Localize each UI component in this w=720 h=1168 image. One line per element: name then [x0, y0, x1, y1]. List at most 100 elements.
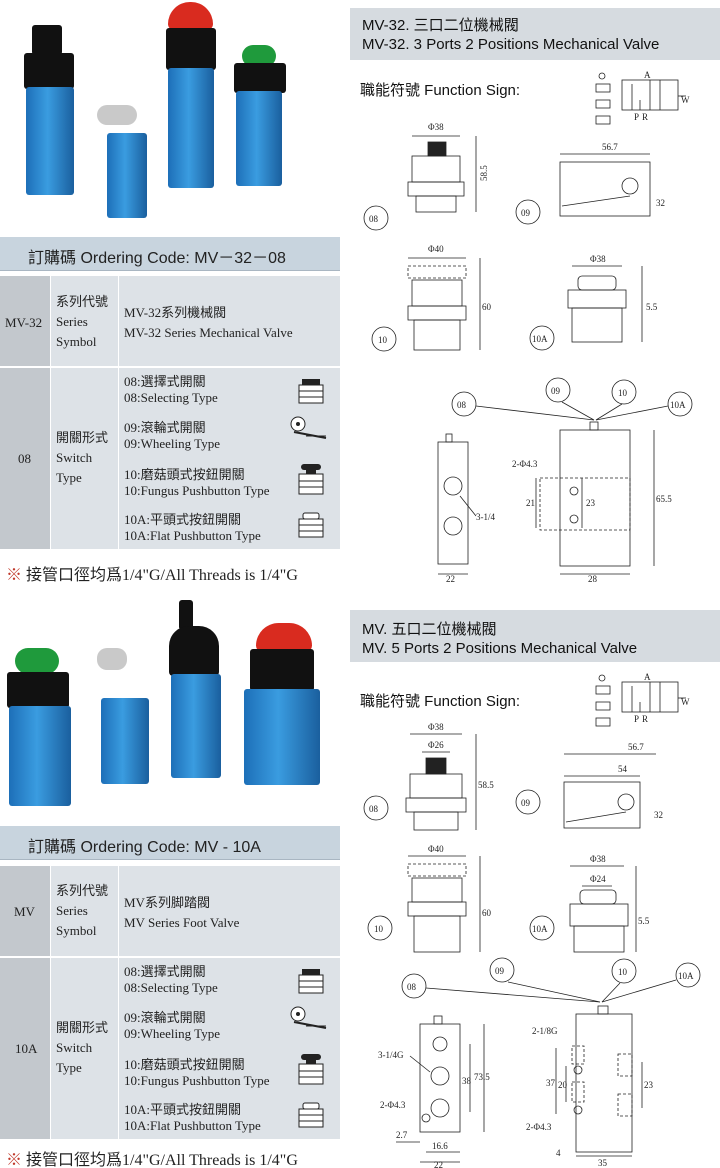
title-zh-mv32: MV-32. 三口二位機械閥 [362, 17, 519, 34]
title-zh-mv: MV. 五口二位機械閥 [362, 621, 497, 638]
function-sign-label-top: 職能符號 Function Sign: [360, 82, 521, 99]
drawing-09-top: 56.7 32 09 [515, 142, 665, 225]
dim-22-top: 22 [446, 574, 455, 584]
series-label-bottom-1: 系列代號 [56, 883, 109, 898]
technical-drawing-mv: A P R W Φ38 Φ26 58.5 08 56.7 54 32 09 Φ4… [363, 672, 701, 1168]
dim-38-bottom: 38 [462, 1076, 472, 1086]
port-label-bottom: 3-1/4G [378, 1050, 404, 1060]
valve-selector-2 [165, 600, 235, 780]
dim-d38-08: Φ38 [428, 122, 444, 132]
sym-p-top: P [634, 112, 639, 122]
valve-roller [95, 105, 165, 220]
callout-10-d: 10 [618, 967, 628, 977]
series-label-top-2: Series [56, 314, 88, 329]
callout-09-a: 09 [521, 208, 531, 218]
dim-h58-5-b: 58.5 [478, 780, 494, 790]
dim-20-bottom: 20 [558, 1080, 568, 1090]
dim-73-5-bottom: 73.5 [474, 1072, 490, 1082]
title-en-mv32: MV-32. 3 Ports 2 Positions Mechanical Va… [362, 36, 660, 53]
callout-08-c: 08 [369, 804, 379, 814]
series-label-top-3: Symbol [56, 334, 97, 349]
option-top-10a-zh: 10A:平頭式按鈕開關 [124, 512, 242, 527]
hole2-label-bottom: 2-Φ4.3 [526, 1122, 552, 1132]
dim-d38-10a-b: Φ38 [590, 854, 606, 864]
series-label-bottom-3: Symbol [56, 923, 97, 938]
dim-w56-7-b: 56.7 [628, 742, 644, 752]
port-label-top: 3-1/4 [476, 512, 495, 522]
series-label-bottom-2: Series [56, 903, 88, 918]
valve-green-button-2 [5, 648, 85, 808]
drawing-10-top: Φ40 60 10 [371, 244, 492, 352]
series-desc-top-1: MV-32系列機械閥 [124, 305, 227, 320]
type-label-top-3: Type [56, 470, 82, 485]
dim-21-top: 21 [526, 498, 535, 508]
roller-lever-icon [290, 1006, 327, 1029]
option-bottom-10-zh: 10:磨菇頭式按鈕開關 [124, 1057, 245, 1072]
callout-10-a: 10 [378, 335, 388, 345]
port2-label-bottom: 2-1/8G [532, 1026, 558, 1036]
thread-note-bottom: ※ 接管口徑均爲1/4"G/All Threads is 1/4"G [6, 1146, 298, 1168]
selector-switch-icon [298, 379, 324, 404]
callout-10a-d: 10A [678, 971, 694, 981]
type-label-bottom-1: 開關形式 [56, 1020, 109, 1035]
technical-drawing-mv32: A P R W Φ38 58.5 08 56.7 32 09 Φ40 6 [363, 70, 693, 584]
ordering-code-bar-bottom: 訂購碼 Ordering Code: MV - 10A [0, 826, 340, 860]
valve-green-button [230, 45, 300, 190]
option-top-08-zh: 08:選擇式開關 [124, 374, 206, 389]
dim-d38-08-b: Φ38 [428, 722, 444, 732]
valve-mushroom-red-2 [242, 623, 332, 788]
dim-28-top: 28 [588, 574, 598, 584]
dim-h32: 32 [656, 198, 665, 208]
callout-10a-c: 10A [532, 924, 548, 934]
function-symbol-top: A P R W [595, 70, 690, 125]
flat-button-icon [298, 512, 324, 538]
series-desc-bottom-2: MV Series Foot Valve [124, 915, 240, 930]
ordering-code-top: 訂購碼 Ordering Code: MV－32－08 [28, 250, 286, 267]
dim-h32-b: 32 [654, 810, 663, 820]
drawing-09-bottom: 56.7 54 32 09 [515, 742, 663, 829]
mushroom-button-icon [298, 1054, 324, 1085]
valve-mushroom-red [160, 2, 230, 192]
section-header-mv: MV. 五口二位機械閥 MV. 5 Ports 2 Positions Mech… [350, 610, 720, 662]
option-bottom-09-en: 09:Wheeling Type [124, 1026, 220, 1041]
sym-p-bottom: P [634, 714, 639, 724]
callout-10-c: 10 [374, 924, 384, 934]
callout-10a-a: 10A [532, 334, 548, 344]
dim-4-bottom: 4 [556, 1148, 561, 1158]
dim-d38-10a: Φ38 [590, 254, 606, 264]
note-mark-bottom: ※ [6, 1152, 23, 1168]
type-label-bottom-3: Type [56, 1060, 82, 1075]
dim-2-7: 2.7 [396, 1130, 408, 1140]
option-bottom-10-en: 10:Fungus Pushbutton Type [124, 1073, 270, 1088]
sym-a-bottom: A [644, 672, 651, 682]
option-bottom-08-zh: 08:選擇式開關 [124, 964, 206, 979]
title-en-mv: MV. 5 Ports 2 Positions Mechanical Valve [362, 640, 638, 657]
dim-h60-b: 60 [482, 908, 492, 918]
series-desc-bottom-1: MV系列脚踏閥 [124, 895, 210, 910]
dim-65-5-top: 65.5 [656, 494, 672, 504]
type-label-bottom-2: Switch [56, 1040, 93, 1055]
dim-w56-7: 56.7 [602, 142, 618, 152]
dim-d24: Φ24 [590, 874, 606, 884]
drawing-08-bottom: Φ38 Φ26 58.5 08 [363, 722, 494, 831]
callout-08-a: 08 [369, 214, 379, 224]
dim-h5-5-b: 5.5 [638, 916, 650, 926]
dim-w54: 54 [618, 764, 628, 774]
option-top-09-en: 09:Wheeling Type [124, 436, 220, 451]
ordering-table-top [0, 276, 340, 549]
callout-08-b: 08 [457, 400, 467, 410]
thread-note-top: ※ 接管口徑均爲1/4"G/All Threads is 1/4"G [6, 561, 298, 585]
option-bottom-10a-en: 10A:Flat Pushbutton Type [124, 1118, 261, 1133]
type-code-bottom: 10A [15, 1041, 38, 1056]
valve-roller-2 [95, 648, 160, 788]
drawing-10-bottom: Φ40 60 10 [367, 844, 492, 953]
option-top-10-zh: 10:磨菇頭式按鈕開關 [124, 467, 245, 482]
ordering-code-bar-top: 訂購碼 Ordering Code: MV－32－08 [0, 237, 340, 271]
series-code-bottom: MV [14, 904, 35, 919]
product-photo-mv32 [0, 0, 340, 235]
series-desc-top-2: MV-32 Series Mechanical Valve [124, 325, 293, 340]
ordering-table-bottom [0, 866, 340, 1139]
hole-label-bottom: 2-Φ4.3 [380, 1100, 406, 1110]
sym-r-bottom: R [642, 714, 648, 724]
option-top-10-en: 10:Fungus Pushbutton Type [124, 483, 270, 498]
